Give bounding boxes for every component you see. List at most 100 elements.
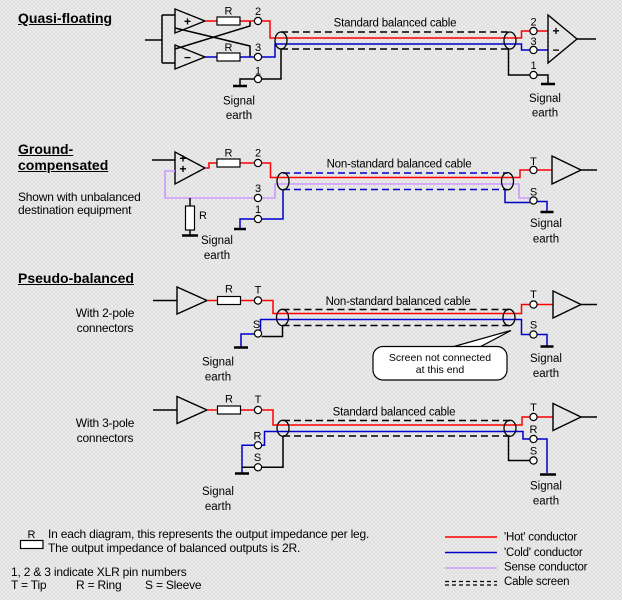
pin-label: 3 bbox=[255, 42, 261, 54]
source-amp bbox=[176, 285, 209, 316]
cable-screen-dashed-cold bbox=[283, 172, 508, 191]
cable-caption: Non-standard balanced cable bbox=[327, 159, 472, 171]
pin-label: T bbox=[530, 402, 537, 414]
receiver-opamp bbox=[547, 13, 579, 65]
pin-label: 2 bbox=[530, 17, 536, 29]
jack-pin bbox=[253, 329, 263, 338]
resistor bbox=[216, 158, 241, 168]
cold-wire bbox=[241, 430, 548, 473]
pin-label: S bbox=[530, 446, 537, 458]
receiver-amp bbox=[551, 154, 583, 186]
pin-label: T bbox=[530, 156, 537, 168]
jack-pin bbox=[529, 196, 538, 205]
legend: R 'Hot' conductor 'Cold' conductor Sense… bbox=[19, 529, 588, 588]
hot-wire bbox=[205, 20, 548, 39]
speech-bubble bbox=[372, 345, 508, 381]
cross-feedback-wires bbox=[174, 21, 251, 57]
signal-earth-label: Signal bbox=[530, 218, 562, 230]
pin-label: T bbox=[530, 289, 537, 301]
screen-wire-right bbox=[507, 48, 549, 83]
cable-screen-dashed bbox=[283, 419, 510, 437]
xlr-pin bbox=[253, 16, 263, 26]
jack-pin bbox=[529, 434, 538, 444]
section-title-pseudo-balanced: Pseudo-balanced bbox=[18, 270, 134, 286]
xlr-pin bbox=[529, 45, 538, 55]
pin-label: S bbox=[530, 187, 537, 199]
signal-earth-label: earth bbox=[226, 110, 252, 122]
bubble-text: Screen not connected bbox=[389, 352, 491, 364]
jack-pin bbox=[529, 165, 538, 175]
resistor bbox=[216, 405, 242, 415]
jack-pin bbox=[529, 456, 538, 465]
xlr-pin bbox=[253, 74, 263, 84]
signal-earth-label: earth bbox=[205, 501, 231, 513]
screen-wire-left bbox=[242, 436, 284, 469]
pin-label: R bbox=[530, 424, 538, 436]
abbrev-ring: R = Ring bbox=[76, 578, 122, 592]
opamp-plus bbox=[174, 7, 207, 35]
pin-label: S bbox=[254, 452, 261, 464]
receiver-amp bbox=[552, 289, 583, 320]
cable-end bbox=[276, 171, 290, 191]
title-line: compensated bbox=[18, 157, 109, 173]
abbrev-sleeve: S = Sleeve bbox=[145, 578, 202, 592]
xlr-pin bbox=[253, 52, 263, 62]
pin-label: 1 bbox=[255, 204, 261, 216]
subtitle-3-pole: With 3-pole connectors bbox=[60, 416, 150, 446]
pin-label: T bbox=[255, 285, 262, 297]
xlr-pin bbox=[253, 193, 263, 203]
cable-end bbox=[276, 419, 290, 437]
quasi-floating-circuit: + − R R Standard balanced cable 2 3 1 2 … bbox=[145, 6, 596, 122]
xlr-pin bbox=[529, 26, 538, 36]
resistor-label: R bbox=[225, 42, 233, 54]
signal-earth-label: earth bbox=[533, 496, 559, 508]
signal-earth-label: earth bbox=[533, 234, 559, 246]
pin-label: 2 bbox=[255, 148, 261, 160]
opamp bbox=[174, 150, 207, 186]
screen-wire-left bbox=[261, 325, 284, 338]
sense-wire bbox=[164, 170, 530, 199]
cold-wire-right bbox=[504, 188, 548, 211]
cable-screen-swatch bbox=[445, 580, 497, 586]
resistor-label: R bbox=[28, 529, 36, 541]
jack-pin bbox=[253, 405, 263, 415]
pin-label: 3 bbox=[255, 183, 261, 195]
resistor-note-line2: The output impedance of balanced outputs… bbox=[48, 541, 301, 555]
screen-wire-right bbox=[507, 436, 530, 462]
source-amp bbox=[176, 395, 209, 425]
hot-wire bbox=[207, 409, 553, 426]
jack-pin bbox=[253, 441, 263, 450]
cable-end bbox=[502, 308, 516, 327]
hot-wire bbox=[207, 299, 553, 315]
subtitle-line: connectors bbox=[76, 321, 134, 335]
legend-label: 'Hot' conductor bbox=[504, 532, 577, 544]
subtitle-line: With 2-pole bbox=[75, 306, 135, 320]
cold-wire bbox=[240, 318, 548, 347]
signal-earth-label: Signal bbox=[530, 353, 562, 365]
cable-end bbox=[503, 419, 517, 437]
cable-caption: Non-standard balanced cable bbox=[326, 296, 471, 308]
signal-earth-label: earth bbox=[204, 250, 230, 262]
resistor bbox=[216, 16, 241, 26]
pin-label: S bbox=[530, 320, 537, 332]
pseudo-balanced-3pole-circuit: R Standard balanced cable T R S T R S Si… bbox=[153, 394, 597, 513]
jack-pin bbox=[529, 412, 538, 422]
pin-label: S bbox=[253, 319, 260, 331]
ground-compensated-circuit: + + R R Non-standard balanced cable 2 3 … bbox=[152, 148, 597, 262]
resistor-label: R bbox=[225, 284, 233, 296]
subtitle-2-pole: With 2-pole connectors bbox=[60, 306, 150, 336]
legend-label: Cable screen bbox=[504, 576, 569, 588]
pin-label: R bbox=[254, 431, 262, 443]
jack-pin bbox=[529, 300, 538, 309]
signal-earth-label: earth bbox=[205, 372, 231, 384]
pin-label: 2 bbox=[255, 6, 261, 18]
pin-label: T bbox=[255, 394, 262, 406]
xlr-pin bbox=[529, 70, 538, 80]
resistor-label: R bbox=[199, 210, 207, 222]
title-line: Ground- bbox=[18, 141, 74, 157]
pseudo-balanced-2pole-circuit: R Non-standard balanced cable T S T S Sc… bbox=[153, 284, 597, 384]
signal-earth-label: earth bbox=[532, 108, 558, 120]
resistor-label: R bbox=[225, 148, 233, 160]
resistor-label: R bbox=[225, 394, 233, 406]
